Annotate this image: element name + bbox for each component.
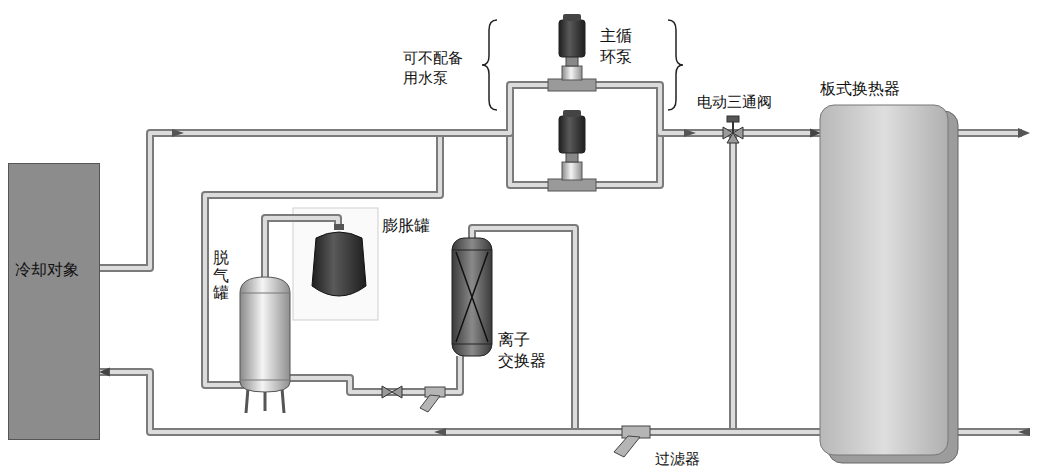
component-label: 板式换热器 [820,79,900,100]
drawing-part [955,131,1022,135]
drawing-part [240,380,290,381]
drawing-part [452,344,492,345]
drawing-part [614,436,640,457]
three-way-valve [723,116,743,143]
filter-symbol [420,387,445,412]
drawing-part [420,395,440,412]
expansion-tank-shape [312,224,366,302]
pump-symbol [548,110,596,191]
component-label: 脱气罐 [213,249,229,302]
drawing-part [482,20,497,110]
part-label: 电动三通阀 [697,92,772,112]
expansion-tank: 膨胀罐 [312,224,366,302]
component-label: 膨胀罐 [382,216,430,237]
drawing-part [955,129,1022,137]
drawing-part [563,110,581,117]
drawing-part [452,238,492,356]
drawing-part [548,179,596,191]
image-frame [293,208,378,320]
drawing-part [264,390,267,411]
drawing-part [452,250,492,251]
drawing-part [562,66,582,80]
drawing-part [434,428,446,436]
drawing-part [684,129,696,137]
drawing-part [729,133,737,432]
drawing-part [240,293,290,294]
drawing-part [382,386,392,398]
part-label: 可不配备 用水泵 [403,48,468,87]
drawing-part [392,386,402,398]
drawing-part [559,20,585,57]
heat-exchanger-shape [820,105,958,463]
ion-exchanger: 离子 交换器 [452,238,492,356]
degassing-tank-shape [240,277,290,392]
drawing-part [456,252,488,342]
drawing-part [820,105,948,455]
part-label: 过滤器 [655,449,700,469]
heat-exchanger: 板式换热器 [820,105,958,463]
drawing-part [955,428,1030,436]
drawing-part [731,133,735,432]
drawing-part [172,129,184,137]
drawing-part [312,232,366,296]
filter-symbol [614,426,650,457]
drawing-part [282,388,284,413]
drawing-part [727,116,739,122]
degassing-tank: 脱气罐 [240,277,290,392]
cooling-object-box: 冷却对象 [8,163,100,440]
drawing-part [240,277,290,392]
drawing-part [562,162,582,180]
drawing-part [1018,428,1030,436]
ion-exchanger-shape [452,238,492,356]
drawing-part [548,79,596,91]
drawing-part [732,122,734,133]
drawing-part [246,388,248,413]
component-label: 离子 交换器 [498,330,547,372]
drawing-part [668,20,683,110]
drawing-part [559,116,585,153]
part-label: 主循 环泵 [600,26,638,68]
bracket [482,20,683,110]
drawing-part [727,133,739,143]
drawing-part [1018,128,1030,138]
component-label: 冷却对象 [15,260,79,281]
pump-symbol [548,14,596,91]
valve-symbol [382,386,402,398]
drawing-part [334,224,344,230]
drawing-part [563,14,581,21]
